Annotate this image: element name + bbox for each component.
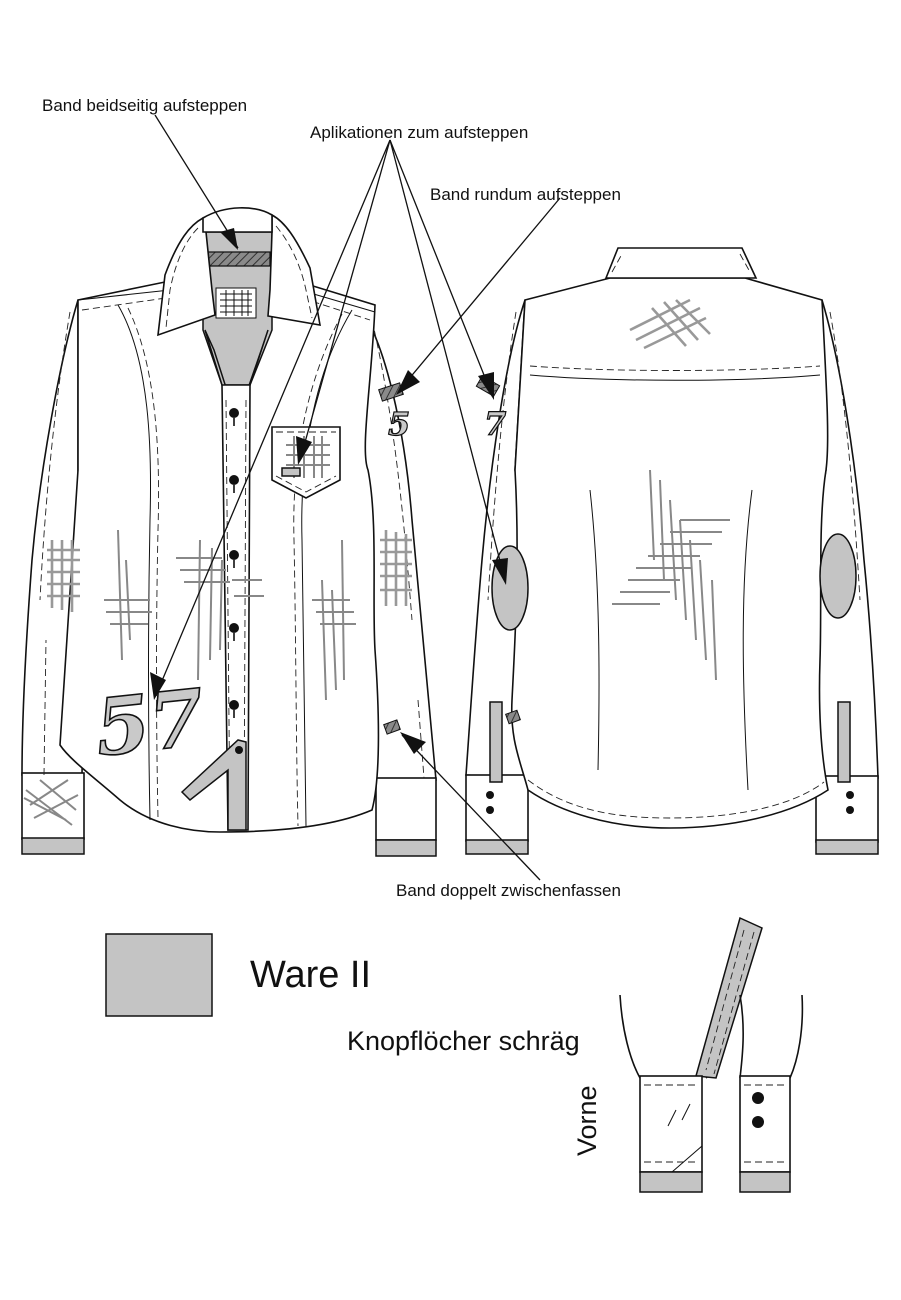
- legend-swatch-ware-ii: [105, 933, 213, 1017]
- label-band-doppelt: Band doppelt zwischenfassen: [396, 881, 621, 900]
- annotation-arrows: [150, 114, 561, 881]
- front-placket: [221, 384, 251, 831]
- back-sleeve-tab-right: [837, 701, 851, 783]
- cuff-detail: Knopflöcher schräg Vorne: [347, 916, 804, 1193]
- front-left-cuff-band: [21, 837, 85, 855]
- legend: Ware II: [105, 933, 371, 1017]
- back-elbow-patch-right: [819, 533, 857, 619]
- detail-placket-strap: [695, 916, 763, 1079]
- back-body: [510, 277, 829, 829]
- front-buttons: [229, 408, 243, 754]
- front-collar-right: [267, 213, 321, 326]
- front-left-cuff: [21, 772, 85, 840]
- collar-back-top: [202, 207, 273, 233]
- neck-band: [204, 251, 271, 267]
- front-applique-number: 57: [91, 673, 208, 775]
- detail-title: Knopflöcher schräg: [347, 1026, 580, 1056]
- front-sleeve-digit: 5: [388, 405, 410, 443]
- detail-cuff-button-1: [752, 1092, 764, 1104]
- front-sleeve-band-low: [383, 719, 401, 735]
- back-elbow-patch-left: [491, 545, 529, 631]
- front-right-cuff-band: [375, 839, 437, 857]
- front-grid-appliques: [23, 529, 412, 826]
- front-placket-lower: [180, 739, 247, 831]
- back-shirt: 7: [465, 247, 879, 855]
- legend-label: Ware II: [250, 954, 371, 996]
- pocket-band: [281, 467, 301, 477]
- front-collar-left: [157, 216, 216, 337]
- label-band-rundum: Band rundum aufsteppen: [430, 185, 621, 204]
- front-shirt: 57 5: [21, 207, 437, 857]
- back-sleeve-tab-left: [489, 701, 503, 783]
- detail-cuff-left: [639, 1075, 703, 1173]
- label-aplikationen: Aplikationen zum aufsteppen: [310, 123, 528, 142]
- front-right-cuff: [375, 777, 437, 841]
- back-sleeve-digit: 7: [484, 405, 506, 443]
- detail-cuff-button-2: [752, 1116, 764, 1128]
- neck-label: [215, 287, 257, 319]
- detail-side-label: Vorne: [572, 1085, 602, 1156]
- label-band-beidseitig: Band beidseitig aufsteppen: [42, 96, 247, 115]
- back-left-cuff: [465, 774, 529, 842]
- back-collar: [604, 247, 758, 279]
- detail-cuff-right: [739, 1075, 791, 1173]
